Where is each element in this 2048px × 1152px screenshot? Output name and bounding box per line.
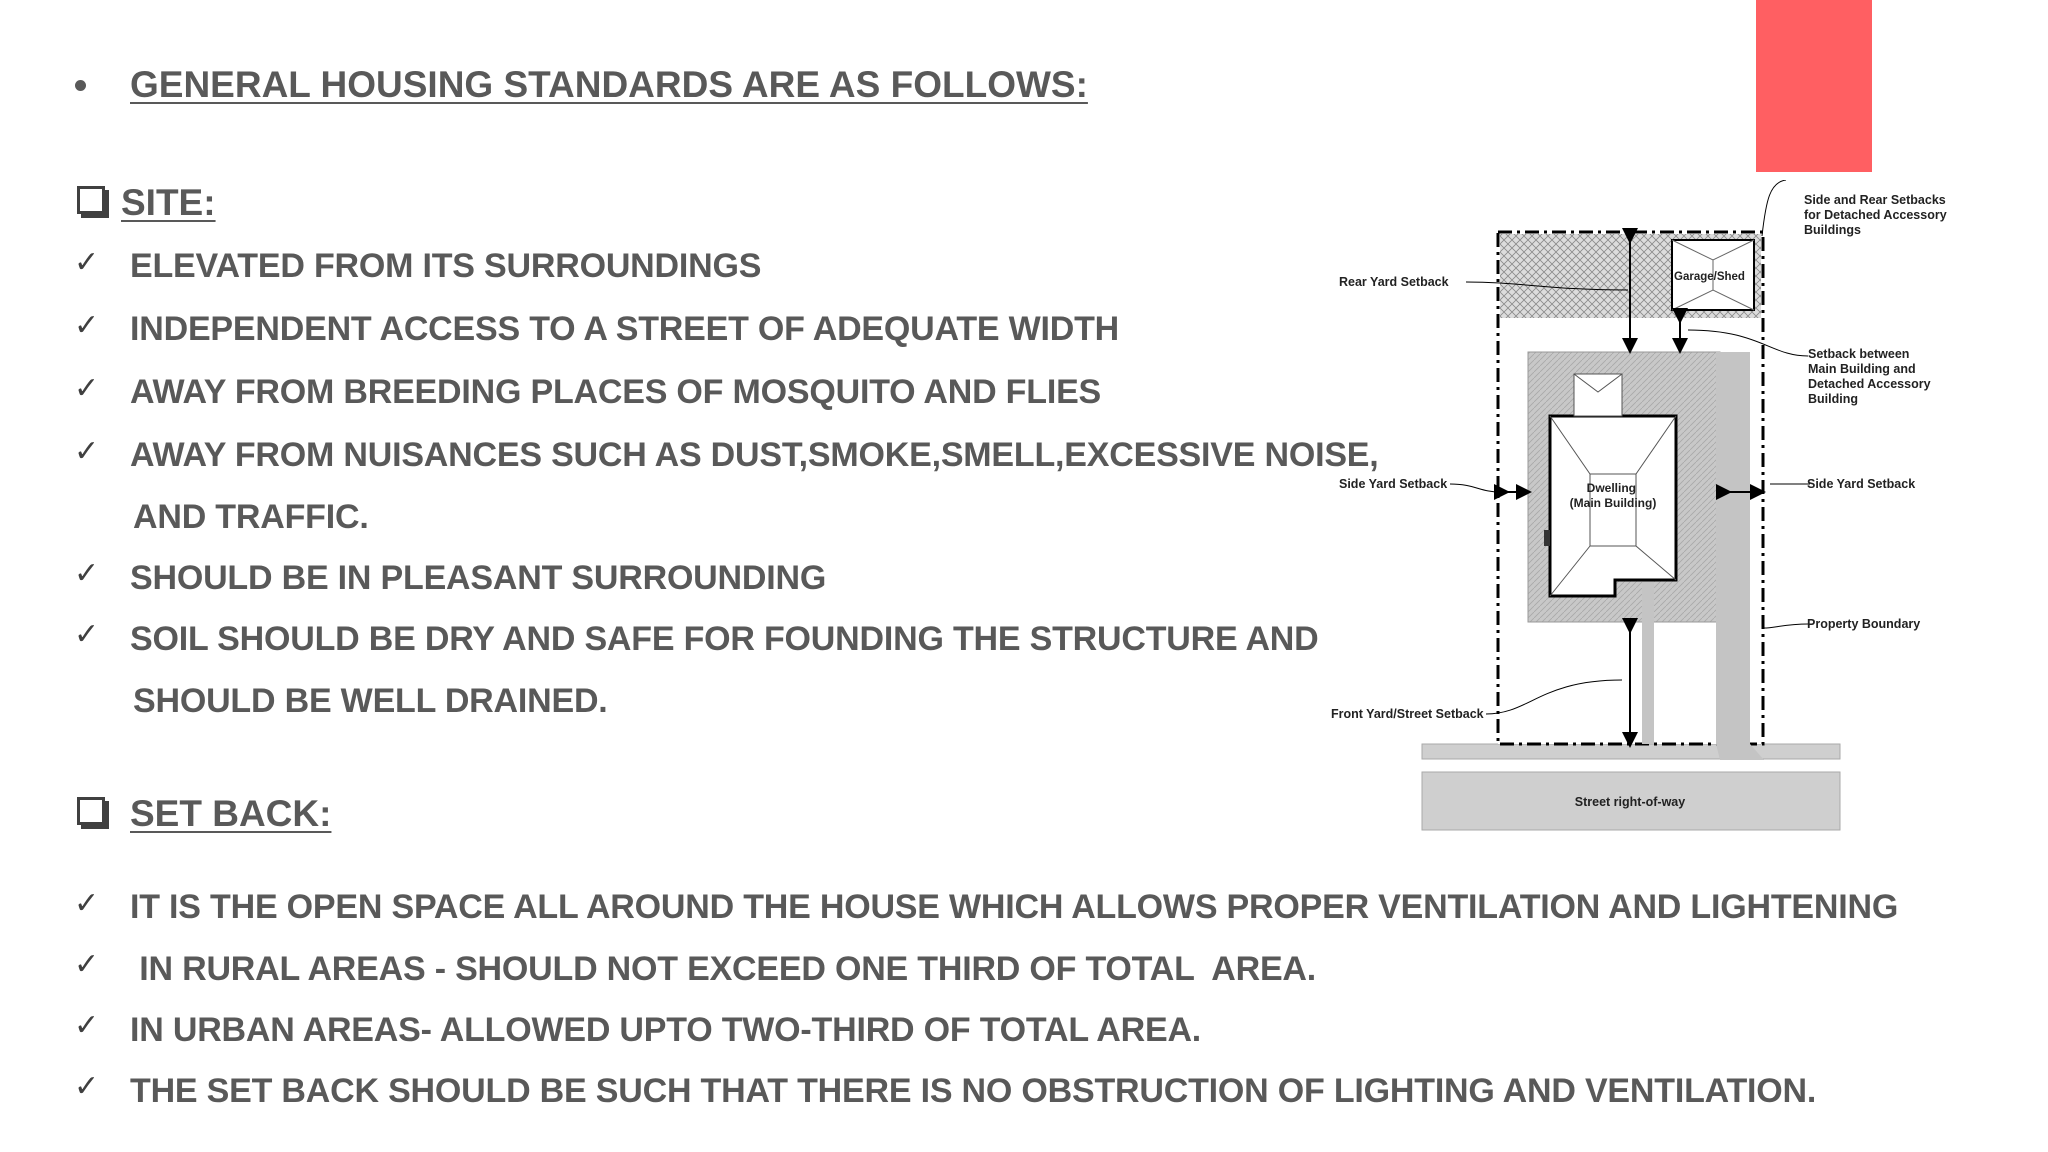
main-heading: GENERAL HOUSING STANDARDS ARE AS FOLLOWS… (130, 64, 1088, 105)
checkmark-icon: ✓ (74, 556, 100, 591)
checkmark-icon: ✓ (74, 371, 100, 406)
checkbox-square-icon (77, 797, 105, 825)
setback-item: IT IS THE OPEN SPACE ALL AROUND THE HOUS… (130, 888, 1899, 926)
label-garage-shed: Garage/Shed (1674, 271, 1745, 283)
site-item: AWAY FROM BREEDING PLACES OF MOSQUITO AN… (130, 373, 1102, 411)
setback-heading: SET BACK: (130, 793, 332, 834)
checkmark-icon: ✓ (74, 886, 100, 921)
setback-item: IN RURAL AREAS - SHOULD NOT EXCEED ONE T… (130, 950, 1317, 988)
site-item: AWAY FROM NUISANCES SUCH AS DUST,SMOKE,S… (130, 436, 1379, 474)
setback-item: IN URBAN AREAS- ALLOWED UPTO TWO-THIRD O… (130, 1011, 1202, 1049)
driveway (1716, 352, 1764, 760)
checkbox-square-icon (77, 186, 105, 214)
walkway (1642, 580, 1654, 744)
label-setback-between: Setback between Main Building and Detach… (1808, 347, 1934, 406)
checkmark-icon: ✓ (74, 1069, 100, 1104)
label-side-yard-setback-right: Side Yard Setback (1807, 477, 1915, 491)
label-dwelling: Dwelling (Main Building) (1570, 481, 1657, 510)
site-item-continuation: AND TRAFFIC. (133, 498, 369, 536)
setback-diagram-svg: Side and Rear Setbacks for Detached Acce… (1331, 179, 1950, 831)
site-item: SHOULD BE IN PLEASANT SURROUNDING (130, 559, 827, 597)
label-rear-yard-setback: Rear Yard Setback (1339, 275, 1449, 289)
bullet-dot-icon (75, 80, 86, 91)
label-street-right-of-way: Street right-of-way (1575, 795, 1685, 809)
checkmark-icon: ✓ (74, 245, 100, 280)
accent-bar (1756, 0, 1872, 172)
checkmark-icon: ✓ (74, 434, 100, 469)
label-property-boundary: Property Boundary (1807, 617, 1920, 631)
checkmark-icon: ✓ (74, 1008, 100, 1043)
site-item: ELEVATED FROM ITS SURROUNDINGS (130, 247, 762, 285)
label-front-yard-setback: Front Yard/Street Setback (1331, 707, 1484, 721)
sidewalk (1421, 743, 1841, 760)
site-heading: SITE: (121, 182, 216, 223)
site-item: INDEPENDENT ACCESS TO A STREET OF ADEQUA… (130, 310, 1120, 348)
site-item: SOIL SHOULD BE DRY AND SAFE FOR FOUNDING… (130, 620, 1319, 658)
checkmark-icon: ✓ (74, 947, 100, 982)
checkmark-icon: ✓ (74, 308, 100, 343)
site-item-continuation: SHOULD BE WELL DRAINED. (133, 682, 608, 720)
label-side-yard-setback-left: Side Yard Setback (1339, 477, 1447, 491)
street-area (1421, 771, 1841, 831)
setback-item: THE SET BACK SHOULD BE SUCH THAT THERE I… (130, 1072, 1817, 1110)
label-side-rear-setbacks: Side and Rear Setbacks for Detached Acce… (1804, 193, 1950, 237)
setback-diagram: Side and Rear Setbacks for Detached Acce… (1300, 179, 2000, 840)
checkmark-icon: ✓ (74, 617, 100, 652)
